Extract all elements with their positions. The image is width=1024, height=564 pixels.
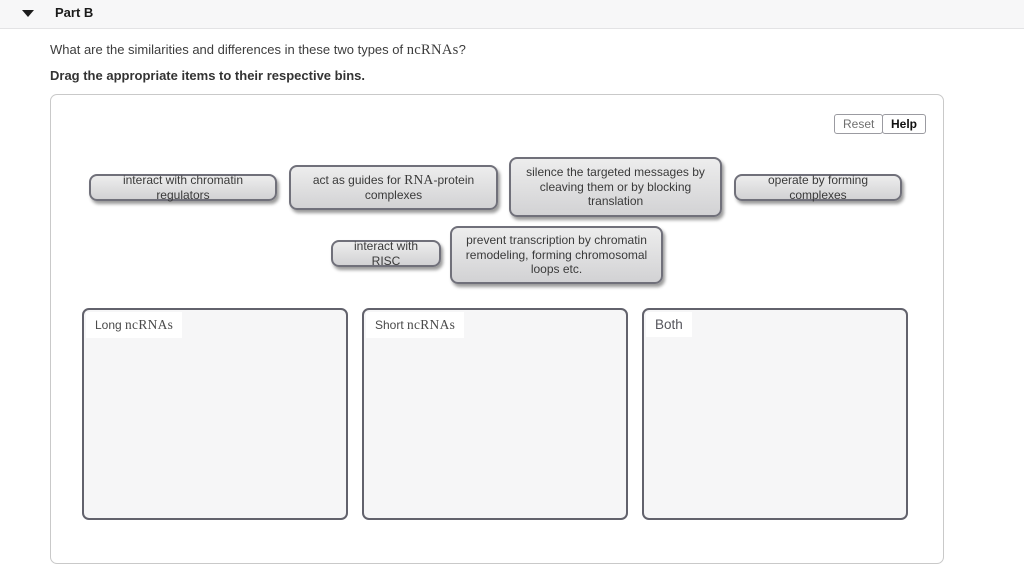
drag-item-label: act as guides for RNA-protein complexes [312,172,475,203]
drag-item-interact-with-chromatin-regulators[interactable]: interact with chromatin regulators [89,173,277,202]
bin-long-ncrnas[interactable]: Long ncRNAs [82,308,348,520]
part-title: Part B [55,5,94,20]
bin-both[interactable]: Both [642,308,908,520]
drag-item-silence-targeted-messages[interactable]: silence the targeted messages by cleavin… [509,157,722,217]
drag-item-label: silence the targeted messages by cleavin… [526,165,705,209]
reset-button[interactable]: Reset [834,114,884,134]
help-button[interactable]: Help [882,114,927,134]
instruction-text: Drag the appropriate items to their resp… [50,68,365,83]
drag-item-label: operate by forming complexes [767,173,869,202]
question-term: ncRNAs [406,42,459,58]
drag-item-label: interact with chromatin regulators [122,173,244,202]
drag-item-operate-by-forming-complexes[interactable]: operate by forming complexes [734,173,902,202]
part-header[interactable]: Part B [0,0,1024,29]
bin-label-both: Both [646,312,692,337]
drag-item-prevent-transcription[interactable]: prevent transcription by chromatin remod… [450,226,663,284]
bin-label-long-ncrnas: Long ncRNAs [86,312,183,338]
drag-drop-panel: Reset Help interact with chromatin regul… [50,94,944,564]
question-text: What are the similarities and difference… [50,42,466,59]
drag-item-label: prevent transcription by chromatin remod… [465,233,648,277]
question-suffix: ? [458,42,466,57]
drag-item-interact-with-risc[interactable]: interact with RISC [331,239,441,268]
question-prefix: What are the similarities and difference… [50,42,407,57]
bin-label-short-ncrnas: Short ncRNAs [366,312,465,338]
drag-item-act-as-guides-rna-protein-complexes[interactable]: act as guides for RNA-protein complexes [289,165,498,210]
drag-item-label: interact with RISC [353,239,419,268]
bin-short-ncrnas[interactable]: Short ncRNAs [362,308,628,520]
collapse-triangle-icon[interactable] [22,10,34,17]
